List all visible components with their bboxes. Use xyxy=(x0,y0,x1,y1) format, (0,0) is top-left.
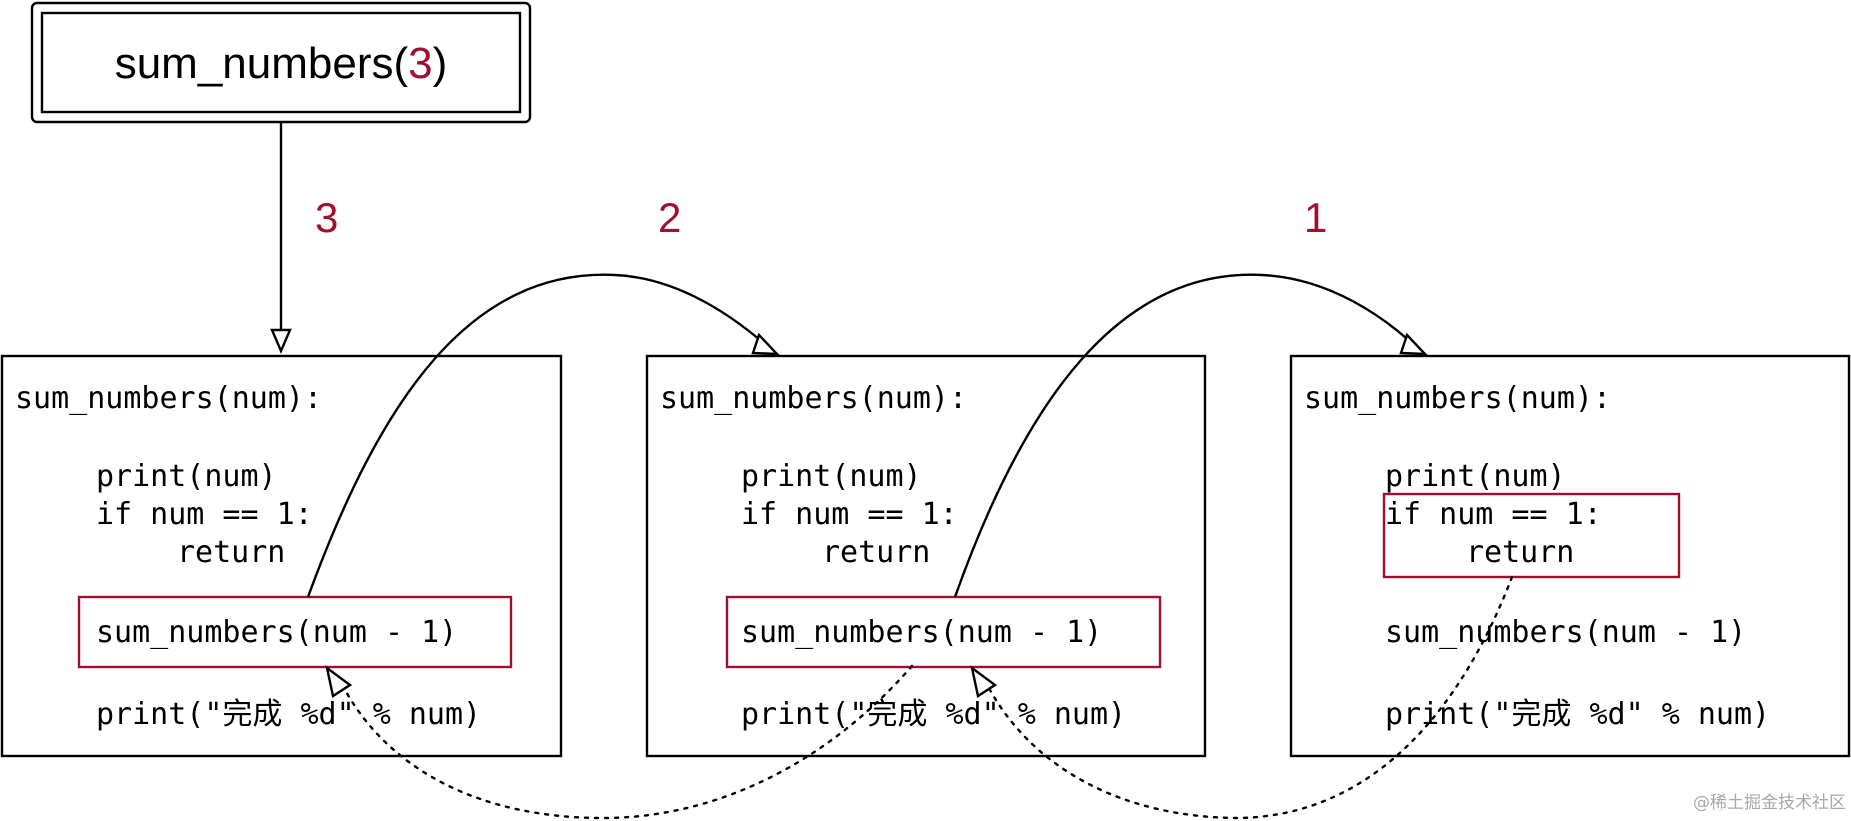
frame-border xyxy=(0,354,563,758)
initial-call-text: sum_numbers(3) xyxy=(115,39,448,88)
return-line: return xyxy=(822,535,930,570)
call-arc-frame1-to-frame2 xyxy=(306,273,780,598)
frame-border xyxy=(1289,354,1851,758)
call-box-inner-border xyxy=(40,11,522,114)
print-num-line: print(num) xyxy=(741,459,922,494)
print-done-line: print("完成 %d" % num) xyxy=(96,697,481,732)
arg-label-2: 2 xyxy=(658,194,681,241)
return-line: return xyxy=(1466,535,1574,570)
recursive-call-highlight xyxy=(725,595,1162,669)
recursive-call-highlight xyxy=(77,595,513,669)
arrowhead xyxy=(751,332,780,356)
call-frame-num-2: sum_numbers(num): print(num) if num == 1… xyxy=(645,354,1207,758)
watermark: @稀土掘金技术社区 xyxy=(1693,793,1846,813)
print-num-line: print(num) xyxy=(1385,459,1566,494)
return-line: return xyxy=(177,535,285,570)
return-arc-frame2-to-frame1 xyxy=(325,664,914,820)
arrowhead xyxy=(270,328,292,355)
print-done-line: print("完成 %d" % num) xyxy=(741,697,1126,732)
arg-label-1: 1 xyxy=(1304,194,1327,241)
call-frame-num-1: sum_numbers(num): print(num) if num == 1… xyxy=(1289,354,1851,758)
print-done-line: print("完成 %d" % num) xyxy=(1385,697,1770,732)
if-line: if num == 1: xyxy=(1385,497,1602,532)
initial-call-box: sum_numbers(3) xyxy=(30,1,532,124)
arrowhead xyxy=(1399,332,1428,356)
frame-border xyxy=(645,354,1207,758)
arrowhead xyxy=(325,665,353,698)
arrowhead xyxy=(970,665,998,698)
recursive-call-line: sum_numbers(num - 1) xyxy=(1385,615,1746,650)
call-arc-frame2-to-frame3 xyxy=(953,273,1428,598)
def-line: sum_numbers(num): xyxy=(1304,381,1611,416)
def-line: sum_numbers(num): xyxy=(660,381,967,416)
call-frame-num-3: sum_numbers(num): print(num) if num == 1… xyxy=(0,354,563,758)
print-num-line: print(num) xyxy=(96,459,277,494)
base-case-highlight xyxy=(1382,492,1681,579)
recursive-call-line: sum_numbers(num - 1) xyxy=(741,615,1102,650)
recursive-call-line: sum_numbers(num - 1) xyxy=(96,615,457,650)
return-arc-frame3-to-frame2 xyxy=(970,575,1514,820)
def-line: sum_numbers(num): xyxy=(15,381,322,416)
if-line: if num == 1: xyxy=(96,497,313,532)
if-line: if num == 1: xyxy=(741,497,958,532)
arg-label-3: 3 xyxy=(315,194,338,241)
initial-call-arrow xyxy=(270,122,292,355)
